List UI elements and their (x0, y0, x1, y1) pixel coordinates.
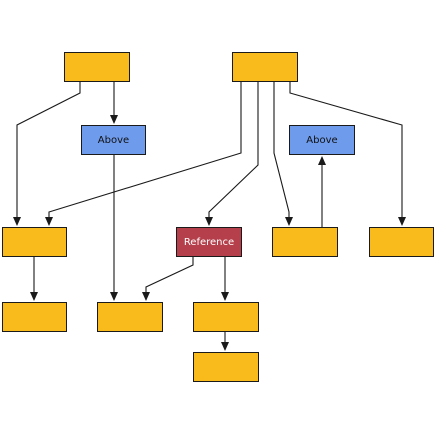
edge-top-mid-to-l2-a (45, 82, 242, 226)
node-top-left (64, 52, 130, 82)
node-above-left-label: Above (97, 134, 130, 146)
node-above-right-label: Above (306, 134, 338, 146)
node-top-mid (232, 52, 298, 82)
node-level3-a (2, 302, 67, 332)
node-reference: Reference (176, 227, 242, 257)
node-reference-label: Reference (183, 236, 235, 248)
edge-top-mid-to-l2-d (289, 82, 406, 226)
edge-top-mid-to-l2-c (273, 82, 293, 226)
node-above-right: Above (289, 125, 355, 155)
edge-reference-to-l3-b (142, 257, 194, 301)
node-level3-b (97, 302, 163, 332)
node-level2-d (369, 227, 434, 257)
node-level3-c (193, 302, 259, 332)
edge-top-left-to-l2-a (13, 82, 81, 226)
node-level2-a (2, 227, 67, 257)
edge-top-mid-to-reference (205, 82, 259, 226)
node-level2-c (272, 227, 338, 257)
node-level4 (193, 352, 259, 382)
node-above-left: Above (81, 125, 146, 155)
